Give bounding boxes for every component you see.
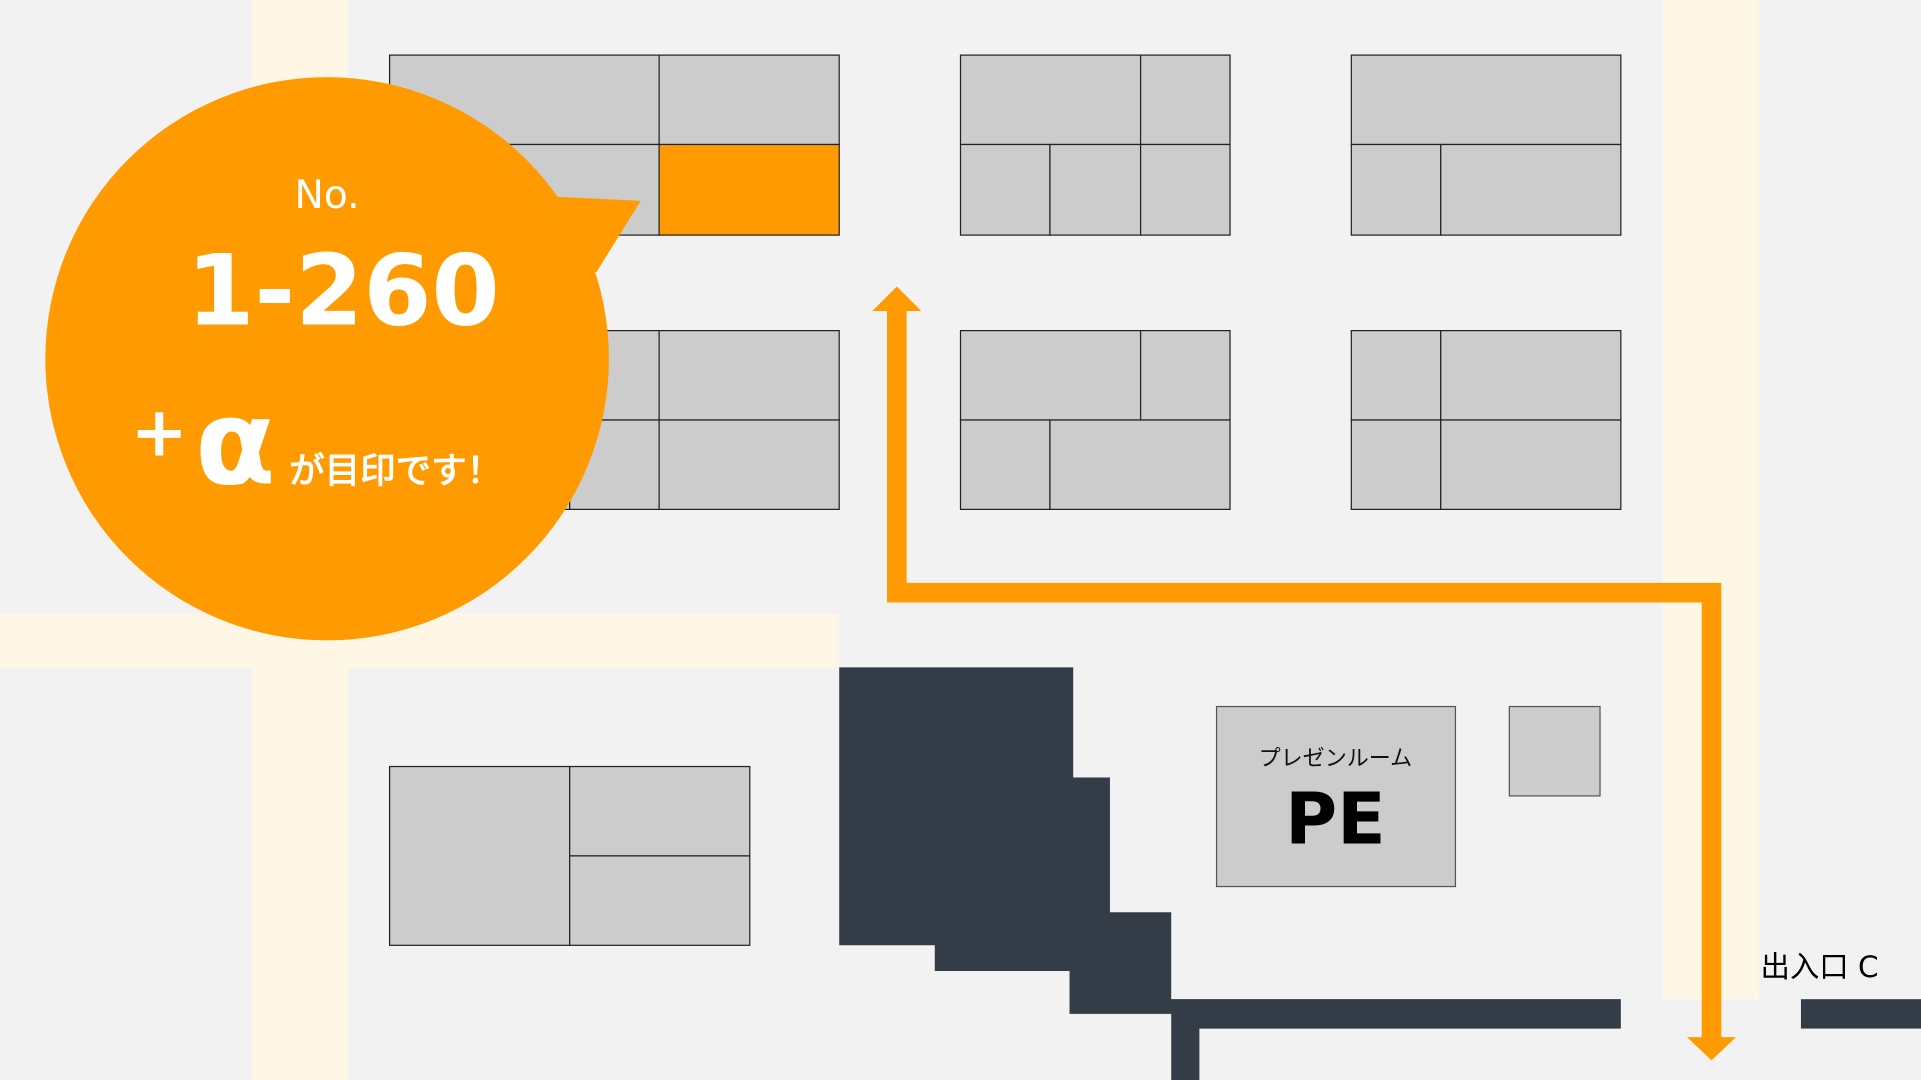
presentation-room-code: PE	[1285, 778, 1386, 861]
callout-plus: +	[131, 393, 188, 473]
booth-block-top-center	[959, 54, 1231, 236]
arrow-up-icon	[872, 286, 922, 312]
booth[interactable]	[959, 419, 1051, 510]
booth[interactable]	[1049, 143, 1142, 236]
booth[interactable]	[1139, 54, 1231, 146]
booth[interactable]	[1440, 330, 1622, 421]
booth[interactable]	[569, 855, 751, 946]
entrance-c-label: 出入口 C	[1761, 950, 1879, 984]
presentation-room[interactable]: プレゼンルーム PE	[1215, 705, 1457, 888]
callout-bubble: No. 1-260 + α が目印です！	[45, 77, 641, 641]
booth[interactable]	[1139, 330, 1231, 421]
booth[interactable]	[1350, 330, 1442, 421]
presentation-room-label: プレゼンルーム	[1259, 746, 1413, 771]
booth[interactable]	[1350, 143, 1442, 236]
booth[interactable]	[1049, 419, 1231, 510]
booth[interactable]	[1350, 419, 1442, 510]
booth-block-mid-center	[959, 330, 1231, 510]
booth[interactable]	[658, 54, 840, 146]
callout-suffix: が目印です！	[289, 450, 502, 491]
booth[interactable]	[1440, 419, 1622, 510]
booth[interactable]	[658, 330, 840, 421]
arrow-down-icon	[1687, 1037, 1737, 1061]
route-path	[872, 286, 1737, 1061]
building-wall	[839, 667, 1621, 1080]
booth[interactable]	[1139, 143, 1231, 236]
booth[interactable]	[388, 765, 571, 946]
booth-highlighted[interactable]	[658, 143, 840, 236]
booth[interactable]	[1440, 143, 1622, 236]
booth-block-bottom-left	[388, 765, 751, 946]
small-booth[interactable]	[1508, 705, 1601, 797]
callout-alpha: α	[195, 375, 276, 512]
booth[interactable]	[959, 54, 1142, 146]
callout-prefix: No.	[295, 173, 360, 218]
wall-right	[1800, 999, 1921, 1029]
booth[interactable]	[658, 419, 840, 510]
booth[interactable]	[1350, 54, 1622, 146]
booth[interactable]	[569, 765, 751, 857]
booth[interactable]	[959, 143, 1051, 236]
callout-number: 1-260	[186, 235, 499, 349]
booth-block-top-right	[1350, 54, 1622, 236]
booth-block-mid-right	[1350, 330, 1622, 510]
booth[interactable]	[959, 330, 1142, 421]
